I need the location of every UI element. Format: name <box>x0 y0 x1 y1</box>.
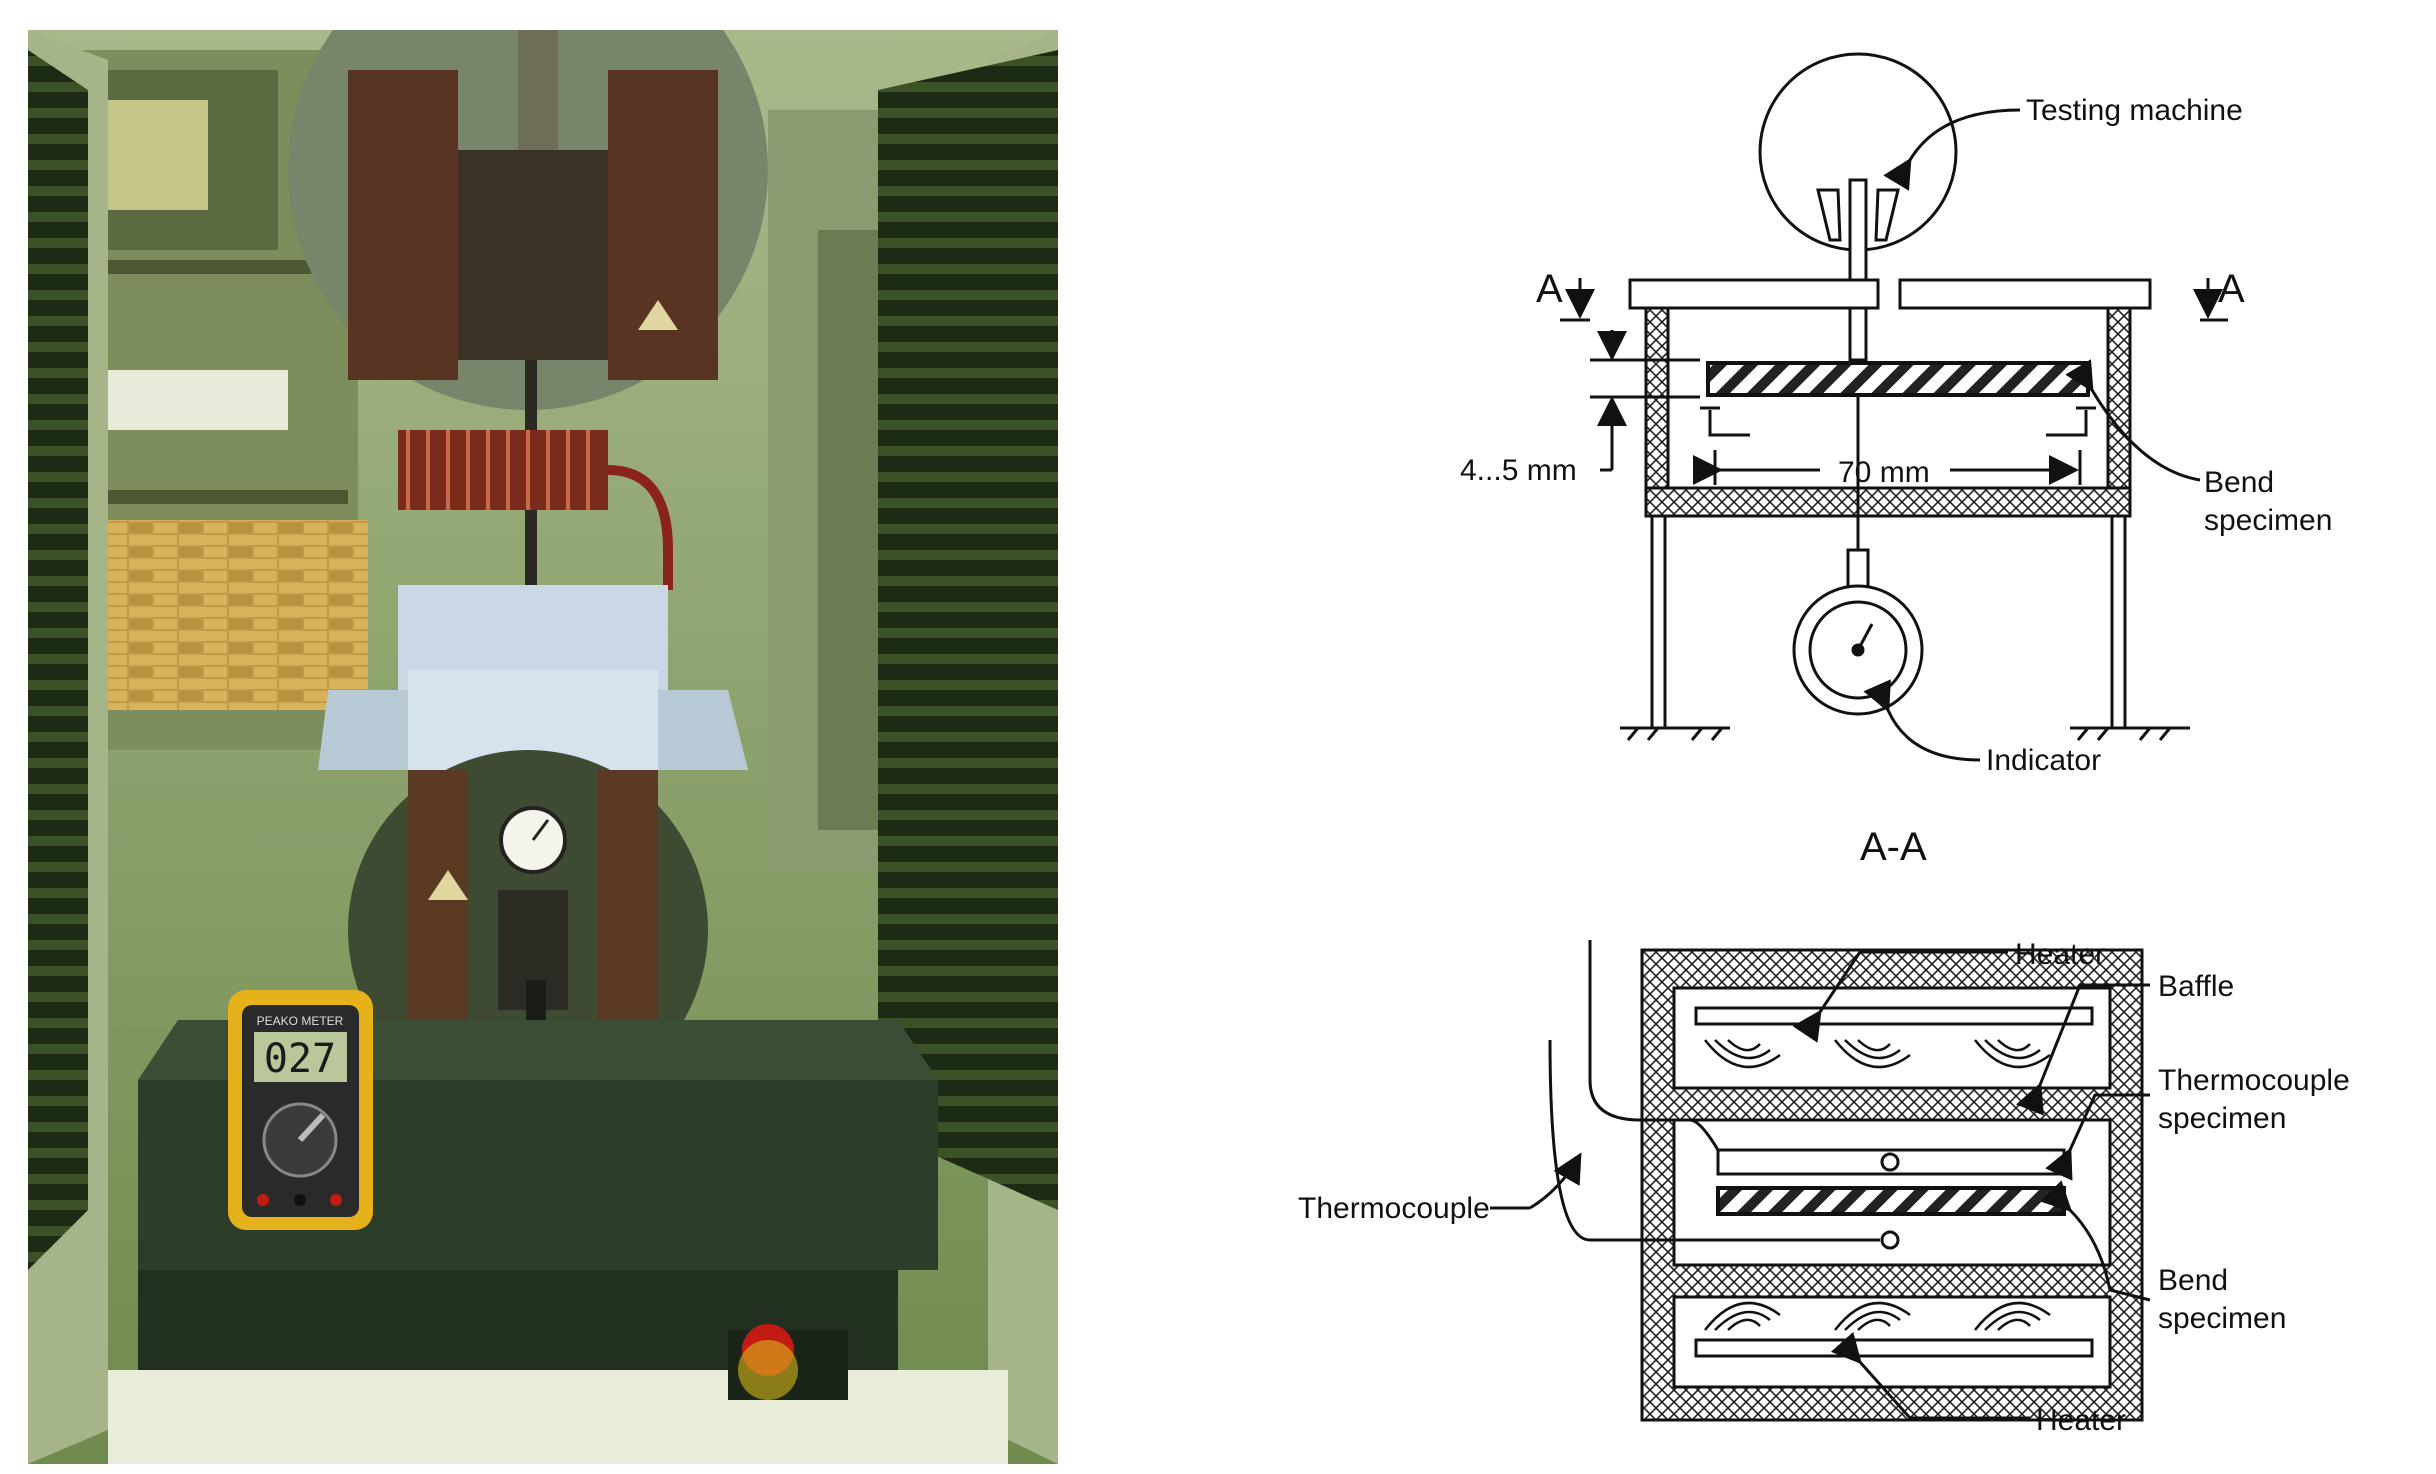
label-indicator: Indicator <box>1986 744 2101 777</box>
label-testing-machine: Testing machine <box>2026 94 2243 127</box>
label-baffle: Baffle <box>2158 970 2234 1003</box>
label-heater-bottom: Heater <box>2036 1404 2126 1437</box>
schematic-diagram: Testing machine A A 4...5 mm 70 mm Bend … <box>1260 40 2420 1460</box>
label-bend-specimen2-2: specimen <box>2158 1302 2286 1335</box>
label-bend-specimen-2: specimen <box>2204 504 2332 537</box>
label-bend-specimen-1: Bend <box>2204 466 2274 499</box>
label-thermocouple-specimen-1: Thermocouple <box>2158 1064 2350 1097</box>
multimeter-display: 027 <box>264 1036 336 1082</box>
label-span: 70 mm <box>1838 456 1930 489</box>
schematic-svg: Testing machine A A 4...5 mm 70 mm Bend … <box>1298 52 2350 1437</box>
label-section-a-left: A <box>1536 267 1563 311</box>
label-gap: 4...5 mm <box>1460 454 1577 487</box>
label-thermocouple-specimen-2: specimen <box>2158 1102 2286 1135</box>
label-section-a-right: A <box>2218 267 2245 311</box>
multimeter-brand: PEAKO METER <box>257 1014 344 1028</box>
test-rig-photo-illustration: PEAKO METER 027 <box>28 30 1058 1464</box>
label-heater-top: Heater <box>2015 938 2105 971</box>
label-bend-specimen2-1: Bend <box>2158 1264 2228 1297</box>
test-rig-photo: PEAKO METER 027 <box>28 30 1058 1464</box>
section-title: A-A <box>1860 825 1927 869</box>
label-thermocouple: Thermocouple <box>1298 1192 1490 1225</box>
